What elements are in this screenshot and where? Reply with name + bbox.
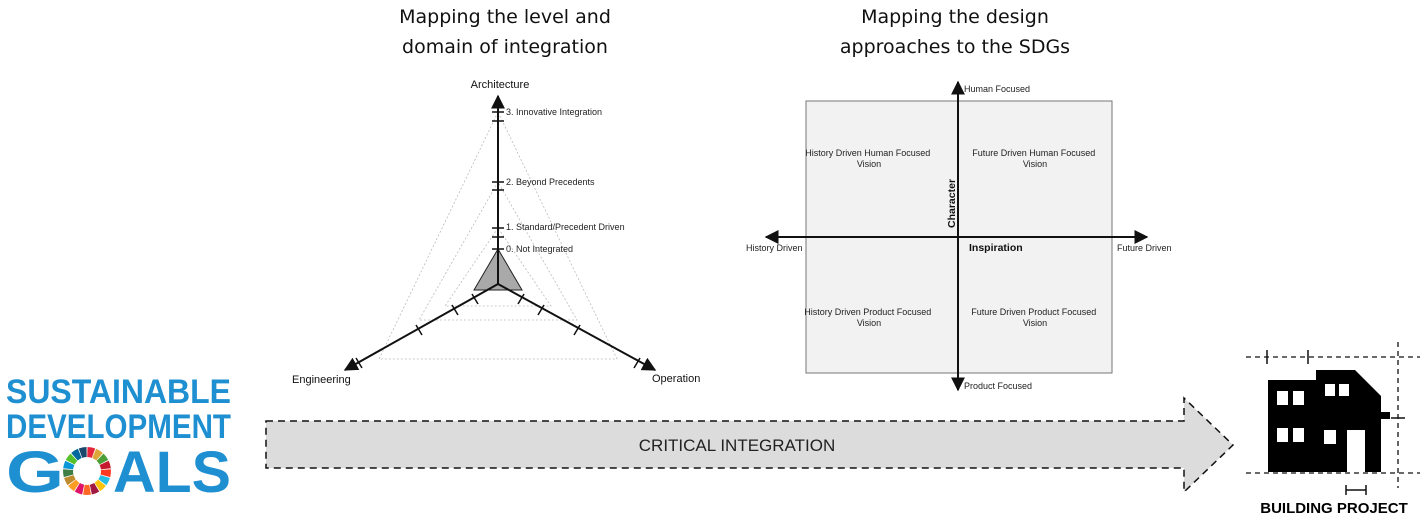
sdg-logo-g: G xyxy=(6,440,64,505)
quadrant-label-top: Human Focused xyxy=(964,84,1030,94)
sdg-wheel-segment xyxy=(71,448,82,461)
sdg-wheel-segment xyxy=(94,479,106,492)
sdg-wheel-segment xyxy=(99,460,111,470)
quadrant-bottom-right-text: Future Driven Product Focused Vision xyxy=(971,307,1099,328)
quadrant-bottom-left-text: History Driven Product Focused Vision xyxy=(804,307,934,328)
sdg-wheel-segment xyxy=(74,483,85,495)
radar-level-1: 1. Standard/Precedent Driven xyxy=(506,222,625,232)
sdg-wheel-segment xyxy=(96,453,109,465)
sdg-wheel-segment xyxy=(78,447,87,458)
radar-axis-label-architecture: Architecture xyxy=(471,79,530,91)
sdg-logo-line1: SUSTAINABLE xyxy=(6,373,231,411)
sdg-wheel-segment xyxy=(68,479,80,492)
radar-ring-2 xyxy=(418,181,578,321)
radar-ring-3 xyxy=(378,111,618,360)
quadrant-top-left-text: History Driven Human Focused Vision xyxy=(805,148,933,169)
radar-title: Mapping the level and domain of integrat… xyxy=(350,2,660,62)
quadrant-diagram: Human Focused Product Focused History Dr… xyxy=(746,80,1172,392)
building-project-label: BUILDING PROJECT xyxy=(1260,500,1408,517)
radar-axis-engineering xyxy=(343,283,499,371)
sdg-wheel-segment xyxy=(63,460,75,470)
sdg-wheel-segment xyxy=(63,469,74,478)
quadrant-axis-horizontal-name: Inspiration xyxy=(969,242,1023,254)
critical-integration-label: CRITICAL INTEGRATION xyxy=(639,436,835,455)
sdg-logo-line2: DEVELOPMENT xyxy=(6,408,231,446)
radar-axis-label-operation: Operation xyxy=(652,373,700,385)
quadrant-label-left: History Driven xyxy=(746,243,803,253)
quadrant-label-right: Future Driven xyxy=(1117,243,1172,253)
radar-level-2: 2. Beyond Precedents xyxy=(506,177,595,187)
quadrant-axis-vertical-name: Character xyxy=(946,179,958,228)
radar-title-line2: domain of integration xyxy=(402,36,608,58)
radar-level-3: 3. Innovative Integration xyxy=(506,107,602,117)
radar-axis-label-engineering: Engineering xyxy=(292,374,351,386)
sdg-logo-als: ALS xyxy=(113,440,231,505)
quadrant-top-right-text: Future Driven Human Focused Vision xyxy=(972,148,1098,169)
quadrant-title-line1: Mapping the design xyxy=(861,6,1049,28)
sdg-wheel-segment xyxy=(83,484,91,495)
sdg-wheel-segment xyxy=(87,447,96,458)
building-icon xyxy=(1246,342,1420,495)
sdg-wheel-segment xyxy=(100,469,111,478)
critical-integration-arrow: CRITICAL INTEGRATION xyxy=(265,396,1235,494)
sdg-logo: SUSTAINABLE DEVELOPMENT G ALS xyxy=(6,373,231,505)
sdg-wheel-segment xyxy=(92,448,103,461)
quadrant-title: Mapping the design approaches to the SDG… xyxy=(795,2,1115,62)
quadrant-label-bottom: Product Focused xyxy=(964,381,1032,391)
radar-axis-operation xyxy=(497,283,657,371)
sdg-color-wheel-icon xyxy=(63,447,111,495)
sdg-wheel-segment xyxy=(89,483,100,495)
sdg-wheel-segment xyxy=(64,475,76,486)
sdg-wheel-segment xyxy=(65,453,78,465)
radar-level-0: 0. Not Integrated xyxy=(506,244,573,254)
radar-ticks xyxy=(355,111,641,369)
radar-title-line1: Mapping the level and xyxy=(399,6,611,28)
sdg-wheel-segment xyxy=(98,475,110,486)
quadrant-title-line2: approaches to the SDGs xyxy=(839,36,1071,58)
radar-diagram: Architecture Engineering Operation 0. No… xyxy=(292,79,700,386)
